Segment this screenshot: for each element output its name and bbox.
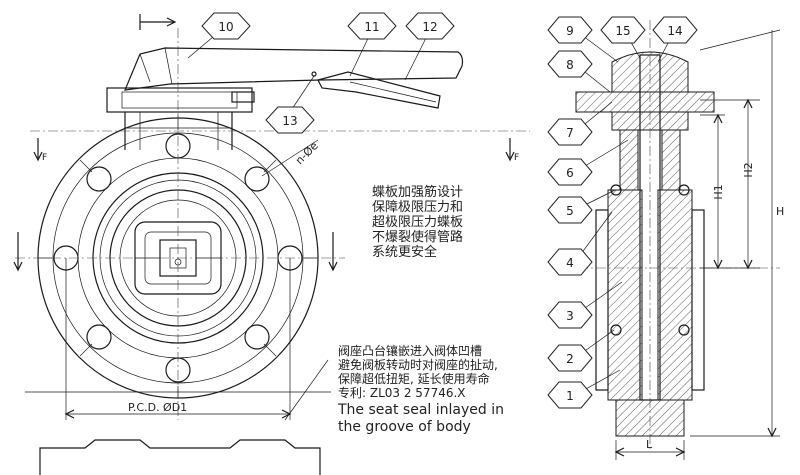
dim-n-phi-e: n-Øe [293, 139, 321, 167]
note-disc-rib: 蝶板加强筋设计 保障极限压力和 超极限压力蝶板 不爆裂使得管路 系统更安全 [372, 185, 464, 260]
body-left [607, 189, 643, 401]
balloon-7: 7 [547, 118, 593, 146]
section-f-left: F [42, 153, 47, 163]
side-section-view [560, 20, 781, 460]
dim-h1: H1 [712, 184, 725, 199]
balloon-12: 12 [405, 12, 455, 40]
dim-l: L [646, 438, 653, 451]
balloon-4: 4 [547, 248, 593, 276]
svg-text:11: 11 [364, 20, 379, 34]
note-seat-cn: 阀座凸台镶嵌进入阀体凹槽 避免阀板转动时对阀座的扯动, 保障超低扭矩, 延长使用… [338, 344, 498, 400]
handle [124, 47, 464, 91]
front-view [13, 14, 530, 475]
dim-h: H [776, 205, 784, 218]
svg-text:8: 8 [566, 58, 574, 72]
balloon-14: 14 [652, 16, 698, 44]
balloon-6: 6 [547, 158, 593, 186]
svg-text:14: 14 [667, 24, 682, 38]
balloon-3: 3 [547, 301, 593, 329]
balloon-11: 11 [347, 12, 397, 40]
svg-text:1: 1 [566, 389, 574, 403]
svg-text:10: 10 [218, 20, 233, 34]
svg-text:4: 4 [566, 256, 574, 270]
svg-text:13: 13 [282, 114, 297, 128]
stem-cap [611, 51, 689, 93]
svg-text:15: 15 [615, 24, 630, 38]
latch-lever [317, 71, 441, 109]
svg-text:2: 2 [566, 352, 574, 366]
svg-text:3: 3 [566, 309, 574, 323]
svg-text:6: 6 [566, 166, 574, 180]
top-flange [575, 91, 715, 113]
balloon-13: 13 [265, 106, 315, 134]
balloon-8: 8 [547, 50, 593, 78]
section-f-right: F [514, 153, 519, 163]
note-seat-en: The seat seal inlayed in the groove of b… [338, 402, 504, 435]
svg-text:5: 5 [566, 204, 574, 218]
balloon-15: 15 [600, 16, 646, 44]
balloon-1: 1 [547, 381, 593, 409]
svg-text:7: 7 [566, 126, 574, 140]
balloon-10: 10 [201, 12, 251, 40]
balloon-2: 2 [547, 344, 593, 372]
handle-pin [311, 71, 317, 77]
body-right [657, 189, 693, 401]
balloon-5: 5 [547, 196, 593, 224]
balloon-9: 9 [547, 16, 593, 44]
svg-text:12: 12 [422, 20, 437, 34]
dim-h2: H2 [742, 162, 755, 177]
bolt-holes [53, 133, 303, 383]
dim-pcd: P.C.D. ØD1 [128, 401, 187, 414]
top-plate [106, 87, 253, 113]
svg-text:9: 9 [566, 24, 574, 38]
bottom-bushing [615, 399, 685, 437]
